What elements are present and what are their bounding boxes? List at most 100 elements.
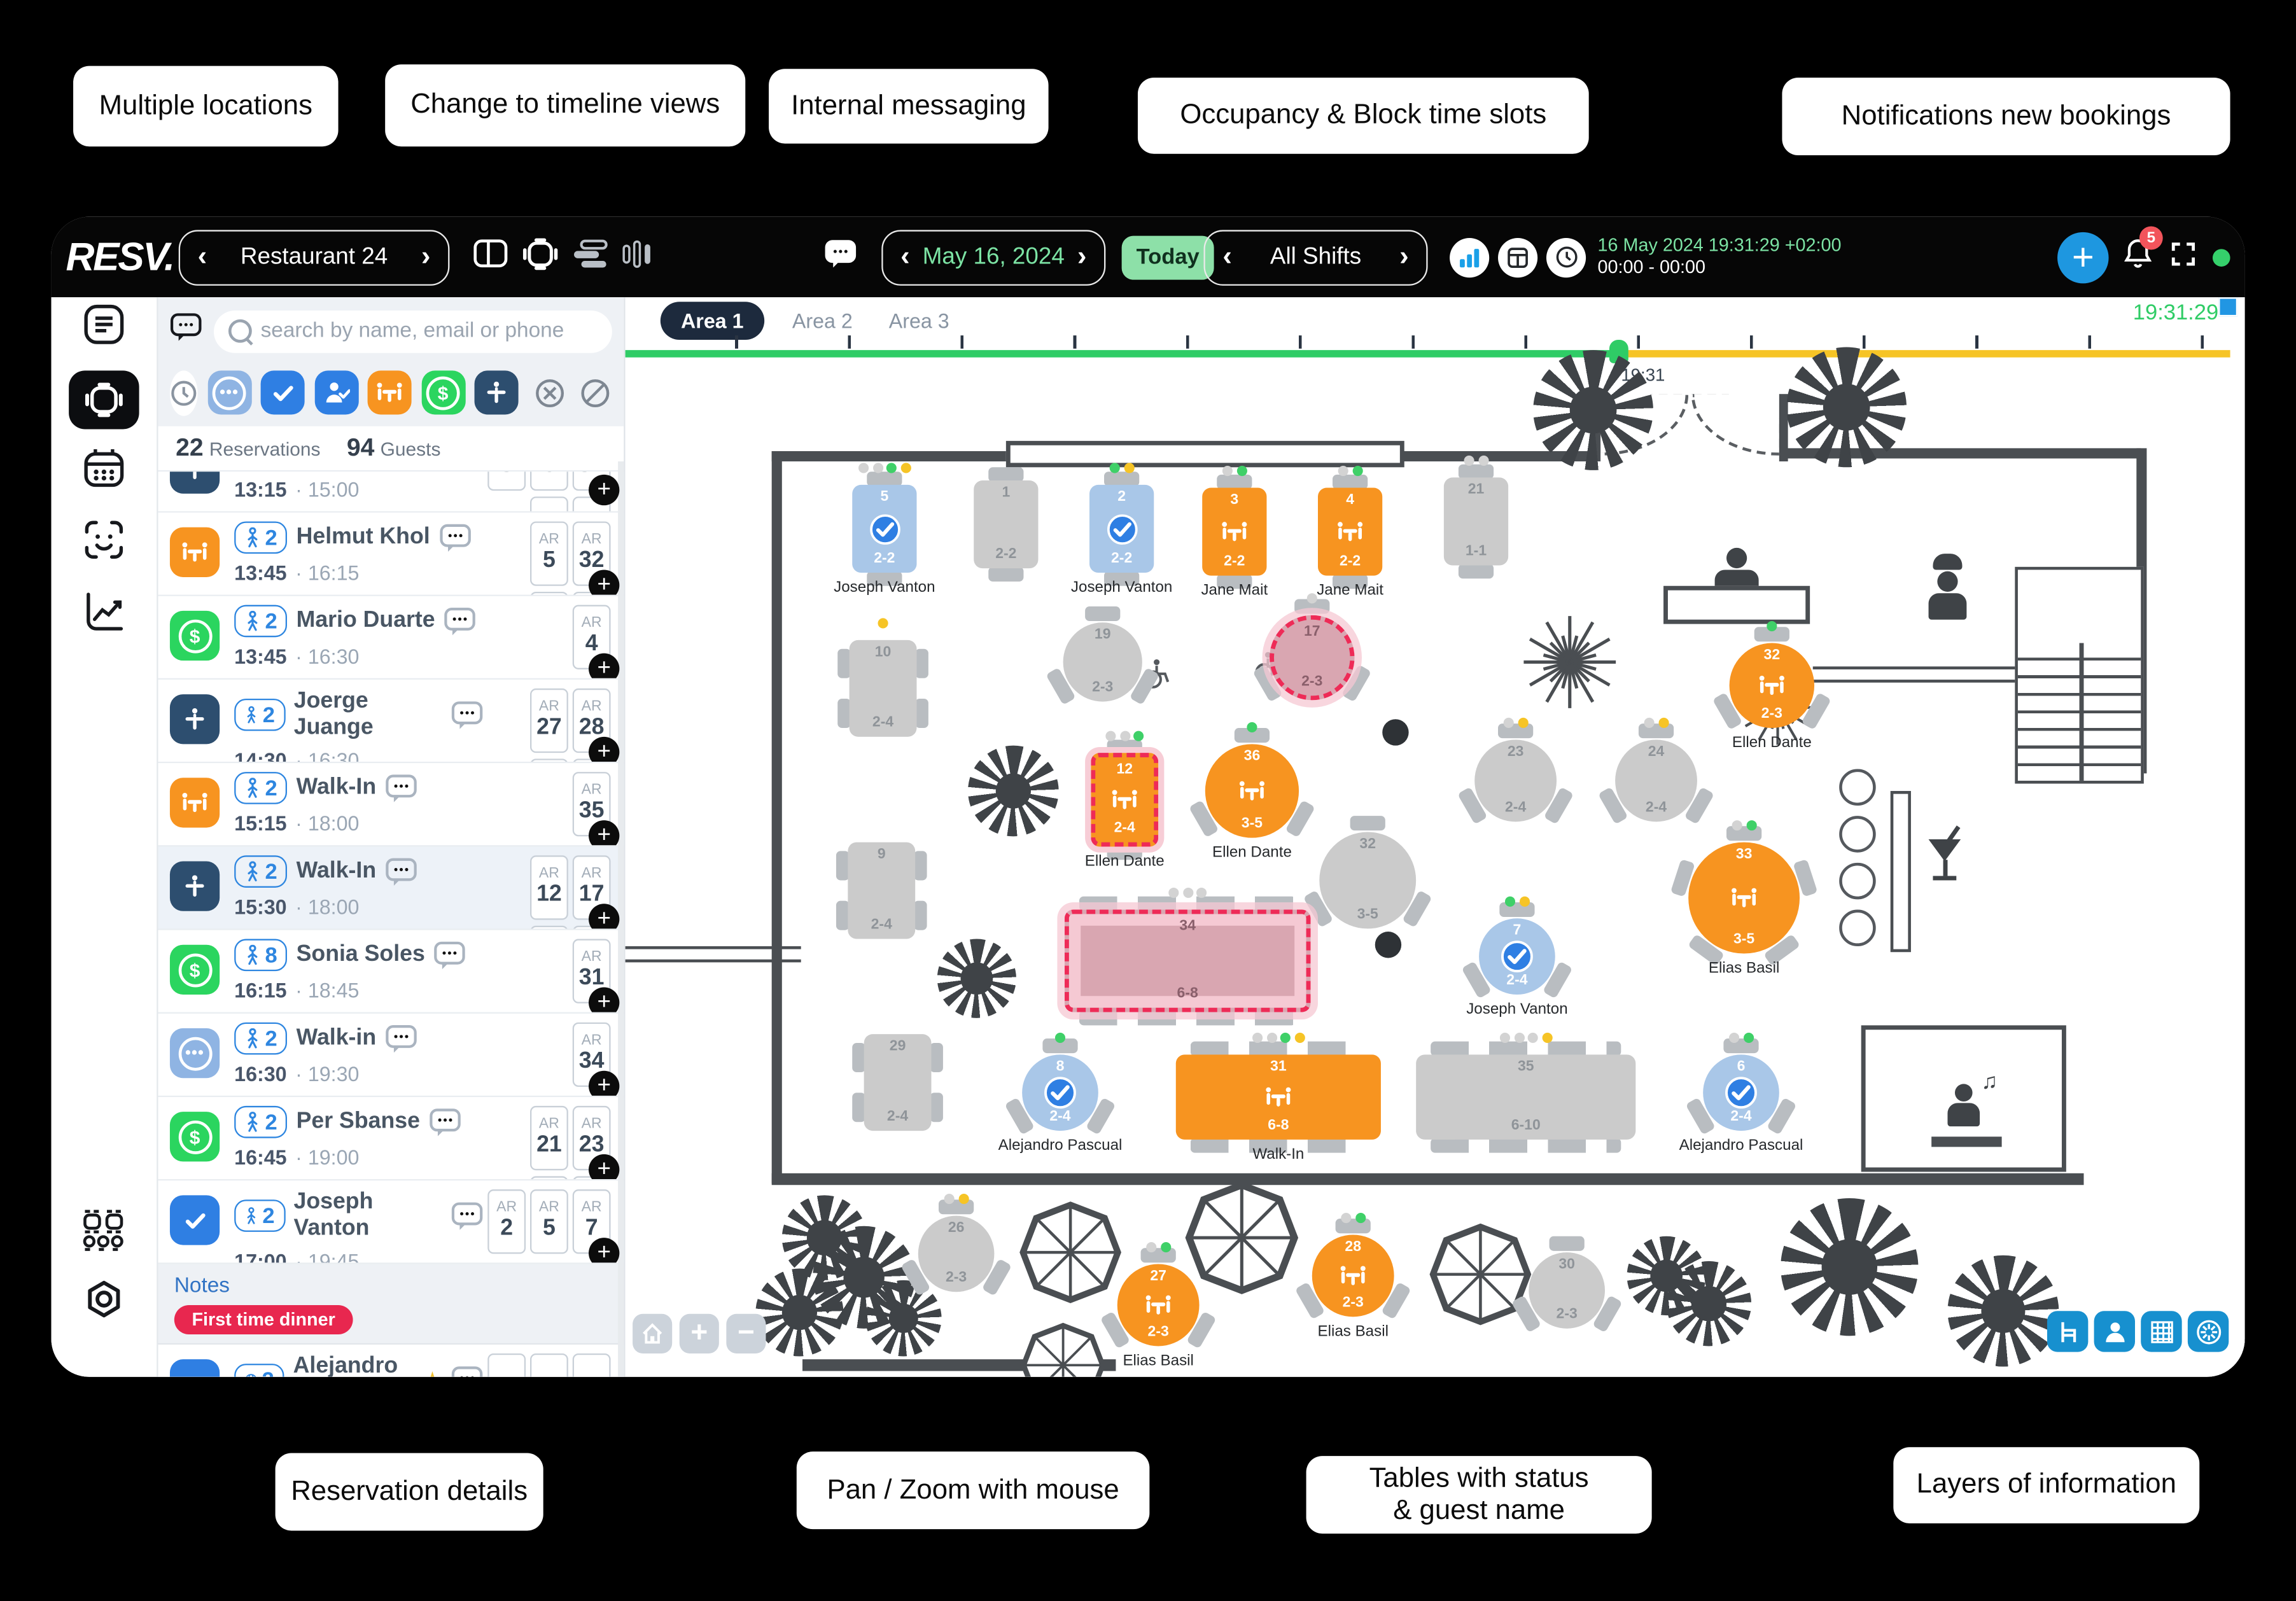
add-table-button[interactable]: + xyxy=(589,904,620,929)
chevron-left-icon[interactable]: ‹ xyxy=(1222,241,1232,272)
sidebar-item-floor-plan[interactable] xyxy=(69,370,139,430)
chat-bubble-icon[interactable] xyxy=(444,606,476,636)
add-table-button[interactable]: + xyxy=(589,570,620,595)
filter-paid-button[interactable]: $ xyxy=(421,370,465,415)
add-table-button[interactable]: + xyxy=(589,1238,620,1263)
tab-area-3[interactable]: Area 3 xyxy=(888,309,949,333)
reservation-row[interactable]: 13:15 · 15:003634ARAR+ xyxy=(158,472,624,513)
chevron-left-icon[interactable]: ‹ xyxy=(197,241,207,272)
filter-waiting-button[interactable]: ••• xyxy=(207,370,251,415)
sidebar-item-reservations[interactable] xyxy=(81,301,128,355)
sidebar-item-settings[interactable] xyxy=(81,1278,128,1332)
timeline-ruler[interactable] xyxy=(625,335,2230,349)
hours-button[interactable] xyxy=(1546,237,1586,277)
layer-guests-button[interactable] xyxy=(2094,1311,2136,1352)
list-rows-icon[interactable] xyxy=(573,239,608,276)
panel-scrollbar[interactable] xyxy=(618,461,624,1377)
date-selector[interactable]: ‹ May 16, 2024 › xyxy=(881,229,1106,285)
filter-time-icon[interactable] xyxy=(169,370,198,416)
chat-bubble-icon[interactable] xyxy=(385,1023,417,1054)
layer-chairs-button[interactable] xyxy=(2047,1311,2089,1352)
table-chip[interactable]: AR xyxy=(529,496,568,512)
sidebar-item-guests[interactable] xyxy=(81,516,128,570)
sidebar-item-analytics[interactable] xyxy=(81,588,128,642)
table-chip[interactable]: AR xyxy=(529,759,568,762)
chevron-left-icon[interactable]: ‹ xyxy=(900,241,910,272)
filter-confirmed-button[interactable] xyxy=(260,370,305,415)
chat-bubble-icon[interactable] xyxy=(438,522,471,553)
split-view-icon[interactable] xyxy=(473,238,508,276)
timeline-scroll-handle[interactable] xyxy=(2218,297,2238,317)
today-button[interactable]: Today xyxy=(1121,235,1214,279)
shift-selector[interactable]: ‹ All Shifts › xyxy=(1203,229,1428,285)
chevron-right-icon[interactable]: › xyxy=(421,241,431,272)
table-chip[interactable]: 3 xyxy=(487,472,526,491)
tab-area-2[interactable]: Area 2 xyxy=(792,309,853,333)
chevron-right-icon[interactable]: › xyxy=(1399,241,1409,272)
sidebar-item-calendar[interactable] xyxy=(81,445,128,499)
layer-grid-button[interactable] xyxy=(2141,1311,2182,1352)
table-chip[interactable]: AR xyxy=(529,591,568,595)
add-reservation-button[interactable]: + xyxy=(2057,231,2109,283)
add-table-button[interactable]: + xyxy=(589,987,620,1012)
reservation-row[interactable]: 2Alejandro Pas★ARARAR+ xyxy=(158,1345,624,1377)
timeline-icon[interactable] xyxy=(622,239,653,276)
table-chip[interactable]: 6 xyxy=(529,472,568,491)
location-selector[interactable]: ‹ Restaurant 24 › xyxy=(178,229,450,285)
chat-bubble-icon[interactable] xyxy=(451,1364,484,1377)
zoom-out-button[interactable]: − xyxy=(726,1313,766,1353)
add-table-button[interactable]: + xyxy=(589,474,620,506)
chevron-right-icon[interactable]: › xyxy=(1077,241,1087,272)
tab-area-1[interactable]: Area 1 xyxy=(660,302,764,340)
layer-plants-button[interactable] xyxy=(2187,1311,2229,1352)
sidebar-item-table-layouts[interactable] xyxy=(79,1208,129,1259)
filter-seated-button[interactable] xyxy=(367,370,412,415)
add-table-button[interactable]: + xyxy=(589,653,620,678)
add-table-button[interactable]: + xyxy=(589,736,620,762)
chat-bubble-icon[interactable] xyxy=(385,773,417,803)
filter-checked-in-button[interactable] xyxy=(314,370,358,415)
occupancy-chart-button[interactable] xyxy=(1450,237,1490,277)
chat-bubble-icon[interactable] xyxy=(385,856,417,886)
filter-cancelled-icon[interactable] xyxy=(534,377,564,408)
table-chip[interactable]: AR xyxy=(572,1353,611,1377)
zoom-in-button[interactable]: + xyxy=(679,1313,719,1353)
chat-bubble-icon[interactable] xyxy=(429,1107,461,1137)
table-chip[interactable]: AR xyxy=(529,1176,568,1180)
table-chip[interactable]: AR xyxy=(529,1353,568,1377)
table-chip[interactable]: AR xyxy=(529,925,568,929)
chat-bubble-icon[interactable] xyxy=(451,1200,484,1231)
messages-icon[interactable] xyxy=(825,238,857,276)
home-button[interactable] xyxy=(633,1313,673,1353)
filter-finished-button[interactable] xyxy=(474,370,519,415)
filter-no-show-icon[interactable] xyxy=(580,377,610,408)
chat-bubble-icon[interactable] xyxy=(434,940,466,970)
search-input[interactable]: search by name, email or phone xyxy=(213,309,612,353)
layout-button[interactable] xyxy=(1498,237,1538,277)
chat-icon[interactable] xyxy=(170,312,202,350)
add-table-button[interactable]: + xyxy=(589,1070,620,1096)
add-table-button[interactable]: + xyxy=(589,820,620,846)
fullscreen-icon[interactable] xyxy=(2169,239,2198,276)
chat-bubble-icon[interactable] xyxy=(451,699,484,730)
